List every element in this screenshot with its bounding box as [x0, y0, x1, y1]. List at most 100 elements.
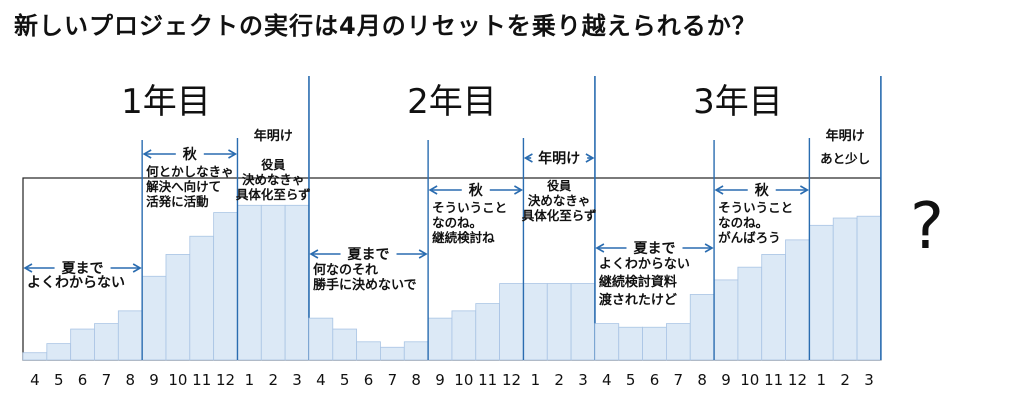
month-label-2-8: 8: [411, 371, 421, 389]
bar-year1-month-3: [284, 204, 310, 361]
arrowhead-left-3-0: [595, 243, 605, 253]
month-label-2-11: 11: [478, 371, 497, 389]
month-label-3-12: 12: [788, 371, 807, 389]
bar-year3-month-7: [666, 323, 691, 361]
segment-text-2-2-1: 決めなきゃ: [528, 193, 591, 208]
bar-year3-month-11: [761, 254, 786, 361]
month-label-3-7: 7: [674, 371, 684, 389]
bar-year2-month-11: [475, 303, 500, 361]
month-label-2-12: 12: [502, 371, 521, 389]
segment-label-1-1: 秋: [183, 146, 198, 163]
bar-year3-month-4: [594, 323, 620, 361]
segment-text-3-1-2: がんばろう: [718, 230, 781, 245]
bar-year1-month-6: [70, 328, 95, 361]
bar-year1-month-5: [46, 343, 72, 361]
segment-text-1-2-0: 役員: [261, 157, 285, 172]
bar-year1-month-11: [189, 235, 215, 361]
month-label-3-2: 2: [840, 371, 850, 389]
arrowhead-right-2-0: [418, 249, 428, 259]
month-label-2-1: 1: [531, 371, 541, 389]
arrowhead-left-2-1: [428, 185, 438, 195]
arrowhead-right-1-0: [132, 263, 142, 273]
year-label-3: 3年目: [693, 82, 783, 122]
month-label-3-3: 3: [864, 371, 874, 389]
month-label-2-10: 10: [454, 371, 473, 389]
bar-year2-month-3: [570, 283, 596, 361]
bar-year3-month-5: [618, 326, 643, 361]
bar-year2-month-1: [523, 283, 548, 361]
month-label-3-10: 10: [740, 371, 759, 389]
segment-text-2-1-2: 継続検討ね: [432, 230, 495, 245]
month-label-1-1: 1: [245, 371, 255, 389]
month-label-1-6: 6: [78, 371, 88, 389]
segment-text-2-1-1: なのね。: [432, 215, 482, 230]
segment-label-3-0: 夏まで: [633, 240, 675, 257]
bar-year1-month-12: [213, 212, 238, 361]
segment-text-1-1-0: 何とかしなきゃ: [146, 164, 234, 179]
segment-text-3-0-2: 渡されたけど: [599, 292, 677, 308]
bar-year2-month-2: [546, 283, 572, 361]
month-label-1-11: 11: [192, 371, 211, 389]
segment-text-3-1-1: なのね。: [718, 215, 768, 230]
bar-year3-month-10: [737, 266, 763, 361]
month-label-2-9: 9: [435, 371, 445, 389]
segment-text-1-1-1: 解決へ向けて: [146, 179, 221, 194]
segment-label-2-1: 秋: [469, 182, 484, 199]
month-label-1-12: 12: [216, 371, 235, 389]
segment-label-2-0: 夏まで: [348, 246, 390, 263]
arrowhead-left-3-1: [714, 185, 724, 195]
month-label-1-3: 3: [292, 371, 302, 389]
year-label-2: 2年目: [407, 82, 497, 122]
arrowhead-right-3-1: [799, 185, 810, 195]
segment-text-2-2-0: 役員: [547, 178, 571, 193]
month-label-1-5: 5: [54, 371, 64, 389]
segment-text-1-2-2: 具体化至らず: [235, 187, 311, 202]
month-label-1-8: 8: [125, 371, 135, 389]
segment-text-3-0-1: 継続検討資料: [599, 274, 677, 290]
segment-text-3-2-0: あと少し: [820, 151, 870, 166]
question-mark: ?: [910, 190, 944, 264]
segment-text-2-0-0: 何なのそれ: [313, 262, 378, 278]
arrowhead-right-3-0: [704, 243, 714, 253]
bar-year1-month-1: [237, 204, 262, 361]
month-label-3-4: 4: [602, 371, 612, 389]
bar-year1-month-2: [260, 204, 286, 361]
bar-year1-month-8: [117, 310, 143, 361]
month-label-2-7: 7: [388, 371, 398, 389]
month-label-1-7: 7: [102, 371, 112, 389]
bar-year3-month-1: [808, 224, 834, 361]
bar-year3-month-6: [642, 326, 667, 361]
segment-text-3-1-0: そういうこと: [718, 200, 793, 215]
arrowhead-right-2-2: [585, 153, 595, 163]
arrowhead-left-2-2: [523, 153, 533, 163]
month-label-1-10: 10: [168, 371, 187, 389]
bar-year2-month-8: [403, 341, 429, 361]
segment-label-3-1: 秋: [755, 182, 770, 199]
month-label-3-1: 1: [817, 371, 827, 389]
segment-text-2-1-0: そういうこと: [432, 200, 507, 215]
segment-text-2-0-1: 勝手に決めないで: [313, 277, 417, 293]
bar-year2-month-4: [308, 317, 334, 361]
year-label-1: 1年目: [121, 82, 211, 122]
bar-year1-month-4: [22, 352, 48, 361]
segment-label-1-0: 夏まで: [62, 260, 104, 277]
segment-text-1-1-2: 活発に活動: [146, 194, 209, 209]
month-label-1-9: 9: [149, 371, 159, 389]
bar-year2-month-9: [427, 317, 453, 361]
arrowhead-left-1-1: [142, 149, 152, 159]
segment-label-1-2: 年明け: [254, 128, 293, 144]
segment-text-3-0-0: よくわからない: [599, 257, 690, 272]
month-label-2-5: 5: [340, 371, 350, 389]
bar-year2-month-12: [499, 283, 524, 361]
month-label-2-4: 4: [316, 371, 326, 389]
bar-year1-month-10: [165, 254, 191, 361]
segment-text-1-2-1: 決めなきゃ: [242, 172, 305, 187]
arrowhead-left-2-0: [309, 249, 319, 259]
month-label-3-9: 9: [721, 371, 731, 389]
month-label-3-6: 6: [650, 371, 660, 389]
month-label-2-3: 3: [578, 371, 588, 389]
month-label-3-11: 11: [764, 371, 783, 389]
arrowhead-right-1-1: [228, 149, 238, 159]
bar-year3-month-2: [832, 217, 858, 361]
